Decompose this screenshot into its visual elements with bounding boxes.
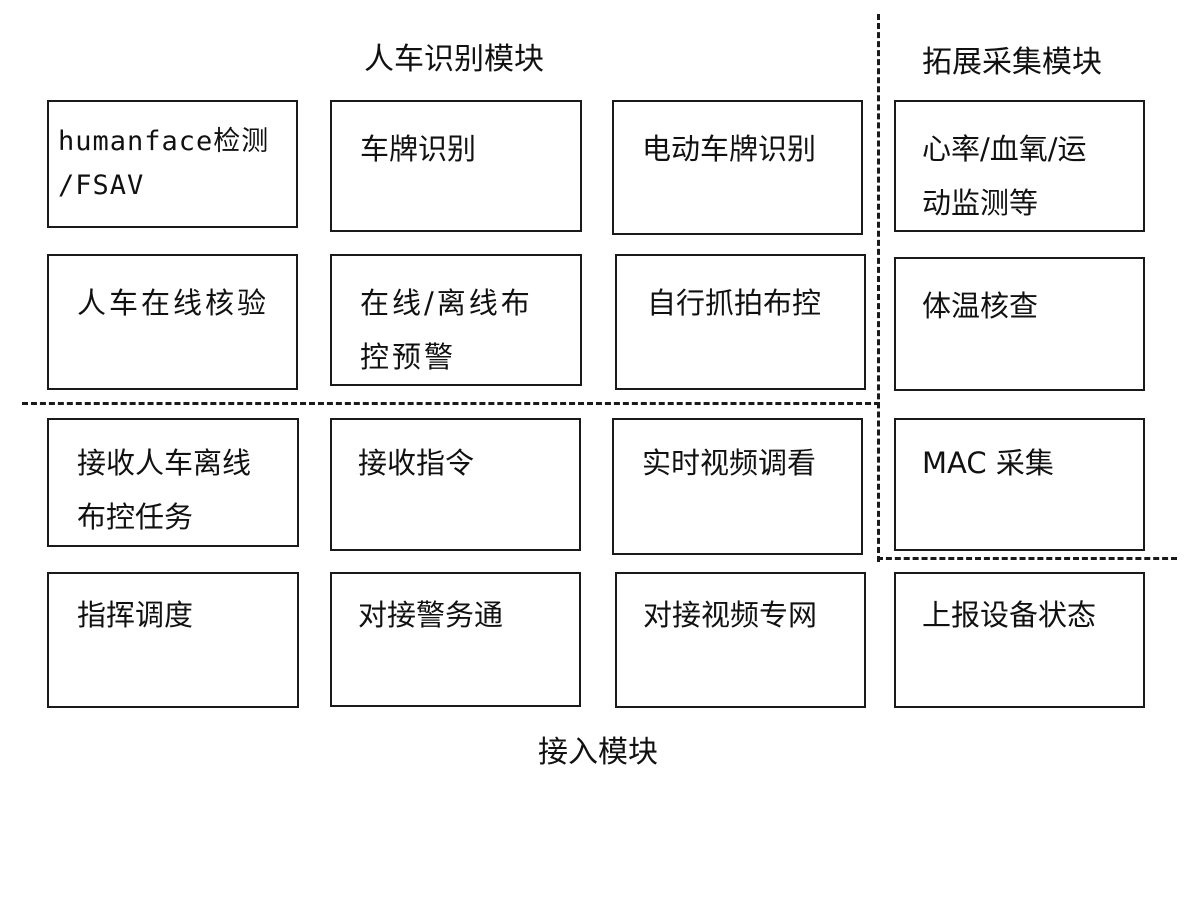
- box-label: 对接视频专网: [643, 598, 818, 632]
- box-report-status: 上报设备状态: [894, 572, 1145, 708]
- extension-module-title: 拓展采集模块: [922, 45, 1102, 80]
- box-label: 指挥调度: [77, 598, 194, 632]
- recognition-module-title: 人车识别模块: [364, 42, 544, 77]
- horizontal-divider-right: [877, 557, 1177, 560]
- box-plate-recognition: 车牌识别: [330, 100, 582, 232]
- horizontal-divider-middle: [22, 402, 880, 405]
- box-label: 自行抓拍布控: [647, 286, 822, 320]
- box-label: 车牌识别: [360, 132, 477, 166]
- box-label: 对接警务通: [358, 598, 504, 632]
- box-receive-command: 接收指令: [330, 418, 581, 551]
- box-self-capture-control: 自行抓拍布控: [615, 254, 866, 390]
- box-label: 上报设备状态: [922, 598, 1097, 632]
- box-label: MAC 采集: [922, 446, 1054, 480]
- box-online-verification: 人车在线核验: [47, 254, 298, 390]
- box-realtime-video: 实时视频调看: [612, 418, 863, 555]
- box-label: 体温核查: [922, 289, 1039, 323]
- box-mac-collection: MAC 采集: [894, 418, 1145, 551]
- vertical-divider: [877, 14, 880, 562]
- box-police-connect: 对接警务通: [330, 572, 581, 707]
- box-video-network: 对接视频专网: [615, 572, 866, 708]
- box-label: 实时视频调看: [642, 446, 817, 480]
- box-face-detection: humanface检测 /FSAV: [47, 100, 298, 228]
- box-online-offline-alert: 在线/离线布 控预警: [330, 254, 582, 386]
- box-label: 电动车牌识别: [642, 132, 817, 166]
- box-label: 在线/离线布 控预警: [360, 286, 533, 374]
- box-label: 接收人车离线 布控任务: [77, 446, 252, 534]
- box-label: 接收指令: [358, 446, 475, 480]
- box-label: 人车在线核验: [77, 286, 270, 320]
- box-receive-offline-task: 接收人车离线 布控任务: [47, 418, 299, 547]
- box-label: 心率/血氧/运 动监测等: [922, 132, 1087, 220]
- box-dispatch: 指挥调度: [47, 572, 299, 708]
- box-ebike-plate-recognition: 电动车牌识别: [612, 100, 863, 235]
- box-temperature-check: 体温核查: [894, 257, 1145, 391]
- box-label: humanface检测 /FSAV: [58, 126, 270, 201]
- box-vitals-monitoring: 心率/血氧/运 动监测等: [894, 100, 1145, 232]
- access-module-title: 接入模块: [538, 735, 658, 770]
